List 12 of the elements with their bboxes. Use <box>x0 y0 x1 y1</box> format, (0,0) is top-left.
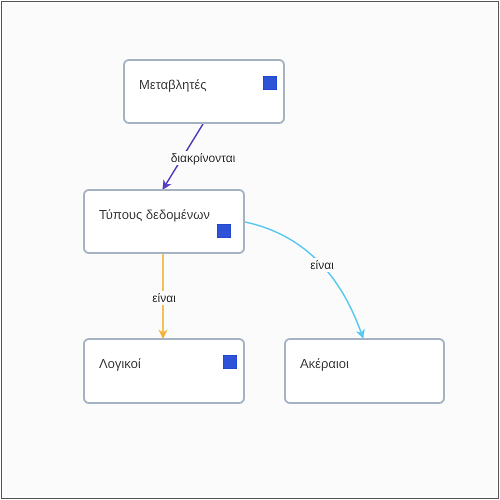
node-text: Μεταβλητές <box>139 77 206 92</box>
edge-label: είναι <box>150 291 178 305</box>
node-text: Λογικοί <box>99 356 141 371</box>
concept-box <box>284 338 445 404</box>
concept-box <box>83 338 245 404</box>
node-text: Ακέραιοι <box>300 356 349 371</box>
node-text: Τύπους δεδομένων <box>99 207 210 222</box>
edge-label: διακρίνονται <box>168 151 238 165</box>
arrow <box>244 221 364 339</box>
concept-box <box>123 59 285 124</box>
edge-label: είναι <box>308 258 336 272</box>
concept-box <box>83 189 245 254</box>
